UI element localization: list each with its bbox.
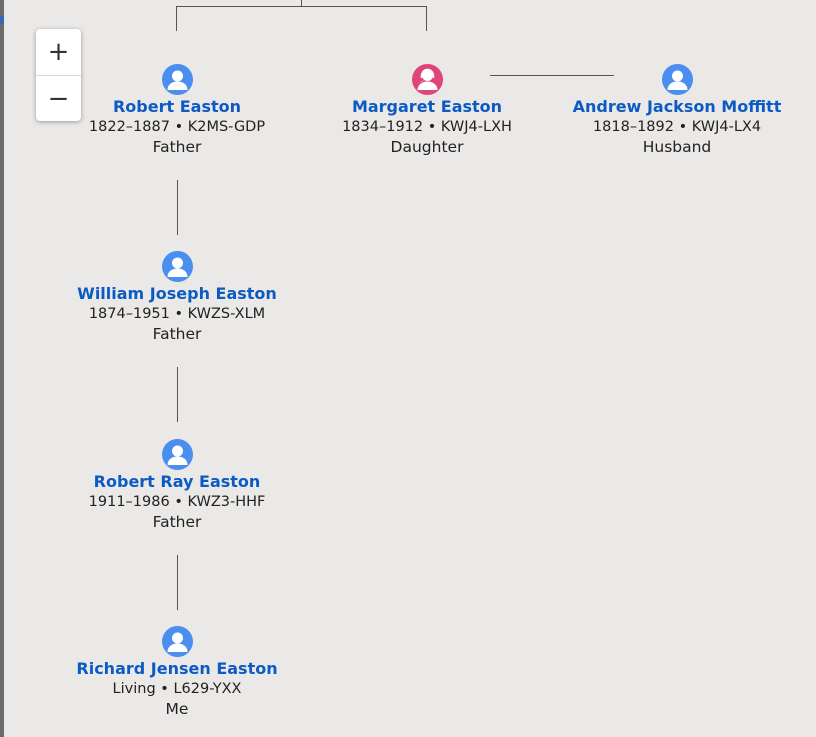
person-lifespan: 1834–1912: [342, 119, 424, 135]
connector-gen-3: [177, 555, 178, 610]
person-name-link[interactable]: Robert Easton: [112, 97, 241, 116]
person-id: KWZS-XLM: [187, 306, 266, 322]
person-details: 1911–1986 • KWZ3-HHF: [57, 492, 297, 512]
connector-drop-margaret: [426, 6, 427, 31]
male-person-icon: [161, 251, 193, 282]
person-card[interactable]: Richard Jensen Easton Living • L629-YXX …: [57, 626, 297, 720]
person-id: KWJ4-LX4: [691, 119, 762, 135]
separator-bullet: •: [678, 119, 688, 135]
person-relationship: Father: [152, 325, 202, 343]
male-person-icon: [161, 439, 193, 470]
person-details: 1834–1912 • KWJ4-LXH: [307, 117, 547, 137]
person-relationship: Father: [152, 138, 202, 156]
separator-bullet: •: [160, 681, 169, 697]
person-relationship: Father: [152, 513, 202, 531]
person-relationship: Daughter: [390, 138, 464, 156]
person-relationship: Husband: [642, 138, 712, 156]
person-card[interactable]: Margaret Easton 1834–1912 • KWJ4-LXH Dau…: [307, 64, 547, 158]
connector-sibling-bar: [176, 6, 427, 7]
person-lifespan: 1874–1951: [88, 306, 170, 322]
person-name-link[interactable]: Robert Ray Easton: [93, 472, 261, 491]
connector-gen-2: [177, 367, 178, 422]
connector-top-stem: [301, 0, 302, 7]
separator-bullet: •: [174, 494, 183, 510]
person-id: KWJ4-LXH: [440, 119, 512, 135]
person-lifespan: 1822–1887: [88, 119, 170, 135]
person-lifespan: 1818–1892: [592, 119, 674, 135]
person-details: 1822–1887 • K2MS-GDP: [57, 117, 297, 137]
connector-gen-1: [177, 180, 178, 235]
female-person-icon: [411, 64, 443, 95]
separator-bullet: •: [174, 306, 184, 322]
person-card[interactable]: Robert Ray Easton 1911–1986 • KWZ3-HHF F…: [57, 439, 297, 533]
person-id: L629-YXX: [173, 681, 242, 697]
person-id: K2MS-GDP: [187, 119, 266, 135]
connector-spouse: [490, 75, 614, 76]
person-name-link[interactable]: Margaret Easton: [351, 97, 503, 116]
person-name-link[interactable]: William Joseph Easton: [77, 284, 277, 303]
person-card[interactable]: William Joseph Easton 1874–1951 • KWZS-X…: [57, 251, 297, 345]
person-details: 1818–1892 • KWJ4-LX4: [557, 117, 797, 137]
zoom-in-button[interactable]: +: [36, 29, 81, 76]
separator-bullet: •: [427, 119, 437, 135]
male-person-icon: [661, 64, 693, 95]
person-details: 1874–1951 • KWZS-XLM: [57, 304, 297, 324]
person-details: Living • L629-YXX: [57, 679, 297, 699]
person-card[interactable]: Andrew Jackson Moffitt 1818–1892 • KWJ4-…: [557, 64, 797, 158]
person-relationship: Me: [165, 700, 189, 718]
zoom-out-button[interactable]: −: [47, 84, 70, 114]
male-person-icon: [161, 64, 193, 95]
person-name-link[interactable]: Richard Jensen Easton: [76, 659, 278, 678]
male-person-icon: [161, 626, 193, 657]
separator-bullet: •: [174, 119, 184, 135]
left-panel-edge: [0, 0, 4, 737]
person-lifespan: Living: [112, 681, 156, 697]
person-name-link[interactable]: Andrew Jackson Moffitt: [572, 97, 782, 116]
person-lifespan: 1911–1986: [88, 494, 170, 510]
connector-drop-robert: [176, 6, 177, 31]
left-panel-marker: [0, 16, 4, 24]
zoom-control: + −: [36, 29, 81, 121]
person-card[interactable]: Robert Easton 1822–1887 • K2MS-GDP Fathe…: [57, 64, 297, 158]
person-id: KWZ3-HHF: [187, 494, 266, 510]
